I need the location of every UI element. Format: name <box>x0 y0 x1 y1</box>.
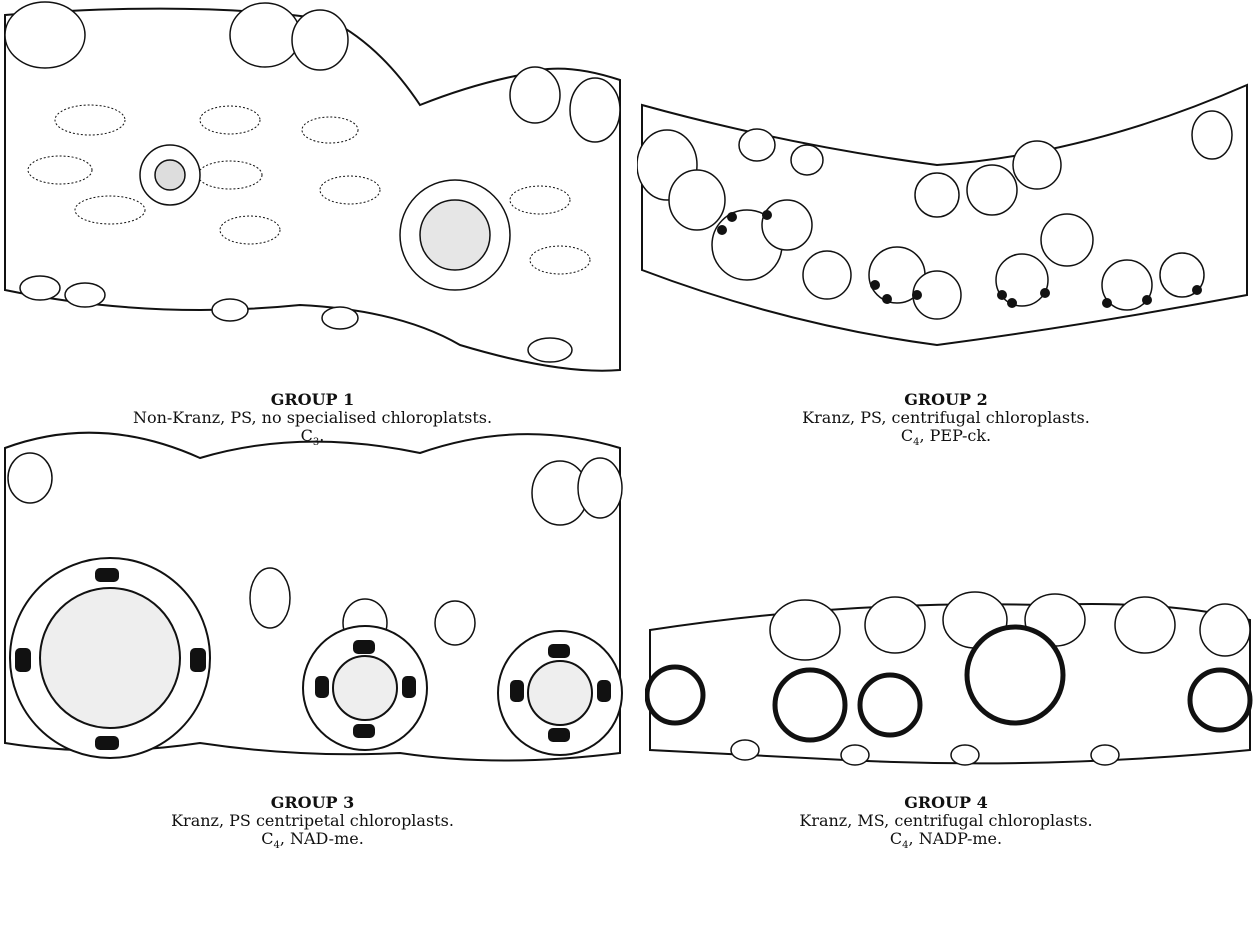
pathway-subtype: . <box>319 426 324 445</box>
group-description: Kranz, PS, centrifugal chloroplasts. <box>637 409 1255 427</box>
leaf-section-group-1 <box>0 0 625 375</box>
leaf-section-group-2-drawing <box>637 45 1255 365</box>
photosynthetic-type: C4, PEP-ck. <box>637 427 1255 452</box>
pathway-letter: C <box>901 426 913 445</box>
caption-group-2: GROUP 2 Kranz, PS, centrifugal chloropla… <box>637 391 1255 452</box>
pathway-subtype: , NAD-me. <box>280 829 364 848</box>
photosynthetic-type: C3. <box>0 427 625 452</box>
pathway-subtype: , NADP-me. <box>909 829 1003 848</box>
group-description: Non-Kranz, PS, no specialised chloroplat… <box>0 409 625 427</box>
pathway-letter: C <box>261 829 273 848</box>
group-description: Kranz, MS, centrifugal chloroplasts. <box>637 812 1255 830</box>
pathway-subtype: , PEP-ck. <box>919 426 991 445</box>
leaf-section-group-3 <box>0 408 625 773</box>
group-title: GROUP 4 <box>637 794 1255 812</box>
group-title: GROUP 3 <box>0 794 625 812</box>
leaf-section-group-4 <box>645 570 1255 780</box>
group-description: Kranz, PS centripetal chloroplasts. <box>0 812 625 830</box>
pathway-letter: C <box>301 426 313 445</box>
caption-group-1: GROUP 1 Non-Kranz, PS, no specialised ch… <box>0 391 625 452</box>
group-title: GROUP 2 <box>637 391 1255 409</box>
photosynthetic-type: C4, NADP-me. <box>637 830 1255 855</box>
leaf-section-group-3-drawing <box>0 408 625 773</box>
leaf-section-group-1-drawing <box>0 0 625 375</box>
pathway-letter: C <box>890 829 902 848</box>
caption-group-4: GROUP 4 Kranz, MS, centrifugal chloropla… <box>637 794 1255 855</box>
caption-group-3: GROUP 3 Kranz, PS centripetal chloroplas… <box>0 794 625 855</box>
leaf-section-group-2 <box>637 45 1255 365</box>
group-title: GROUP 1 <box>0 391 625 409</box>
photosynthetic-type: C4, NAD-me. <box>0 830 625 855</box>
leaf-section-group-4-drawing <box>645 570 1255 780</box>
